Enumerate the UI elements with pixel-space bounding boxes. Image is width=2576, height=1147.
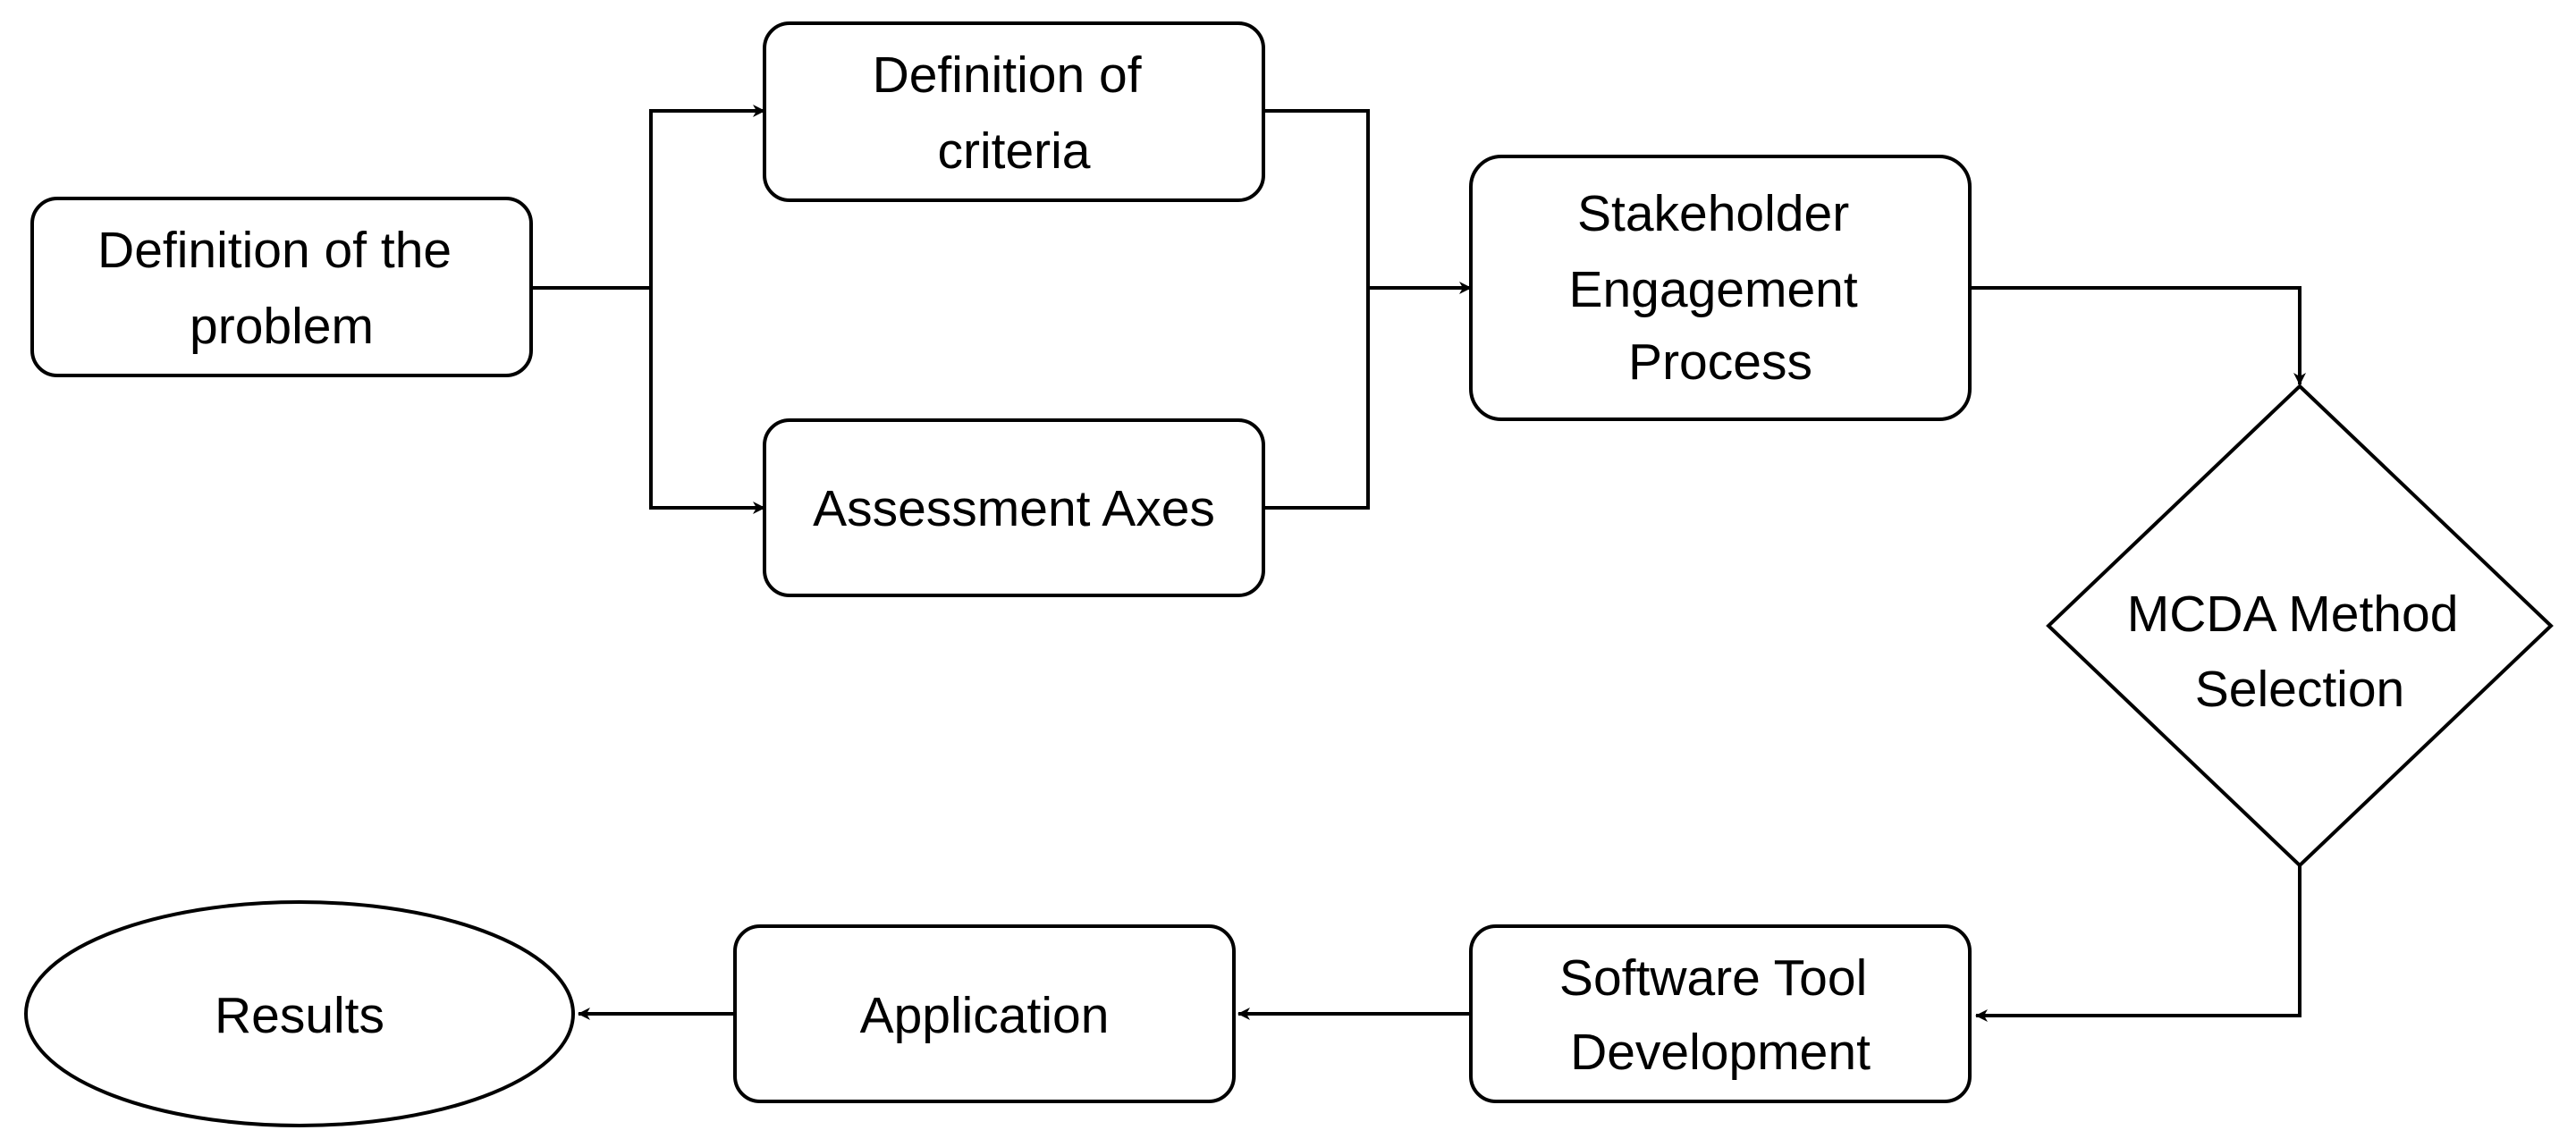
node-application (733, 924, 1236, 1103)
node-mcda (2046, 384, 2554, 868)
label-axes: Assessment Axes (813, 480, 1215, 537)
node-results (24, 900, 575, 1127)
connector-stakeholder-mcda (1970, 286, 2306, 385)
connector-mcda-software (1975, 865, 2302, 1022)
connector-criteria-stakeholder (1263, 109, 1370, 510)
label-stakeholder: Stakeholder Engagement Process (1568, 185, 1871, 391)
label-results: Results (215, 987, 384, 1044)
label-software: Software Tool Development (1559, 949, 1881, 1081)
node-criteria (763, 21, 1265, 202)
label-criteria: Definition of criteria (873, 46, 1156, 180)
label-application: Application (860, 987, 1110, 1044)
node-software (1469, 924, 1972, 1103)
node-stakeholder (1469, 155, 1972, 421)
label-problem: Definition of the problem (97, 222, 466, 355)
node-problem (30, 197, 533, 377)
label-mcda: MCDA Method Selection (2127, 586, 2472, 718)
connector-problem-axes (649, 288, 765, 514)
connector-problem-criteria (531, 105, 765, 290)
node-axes (763, 418, 1265, 597)
